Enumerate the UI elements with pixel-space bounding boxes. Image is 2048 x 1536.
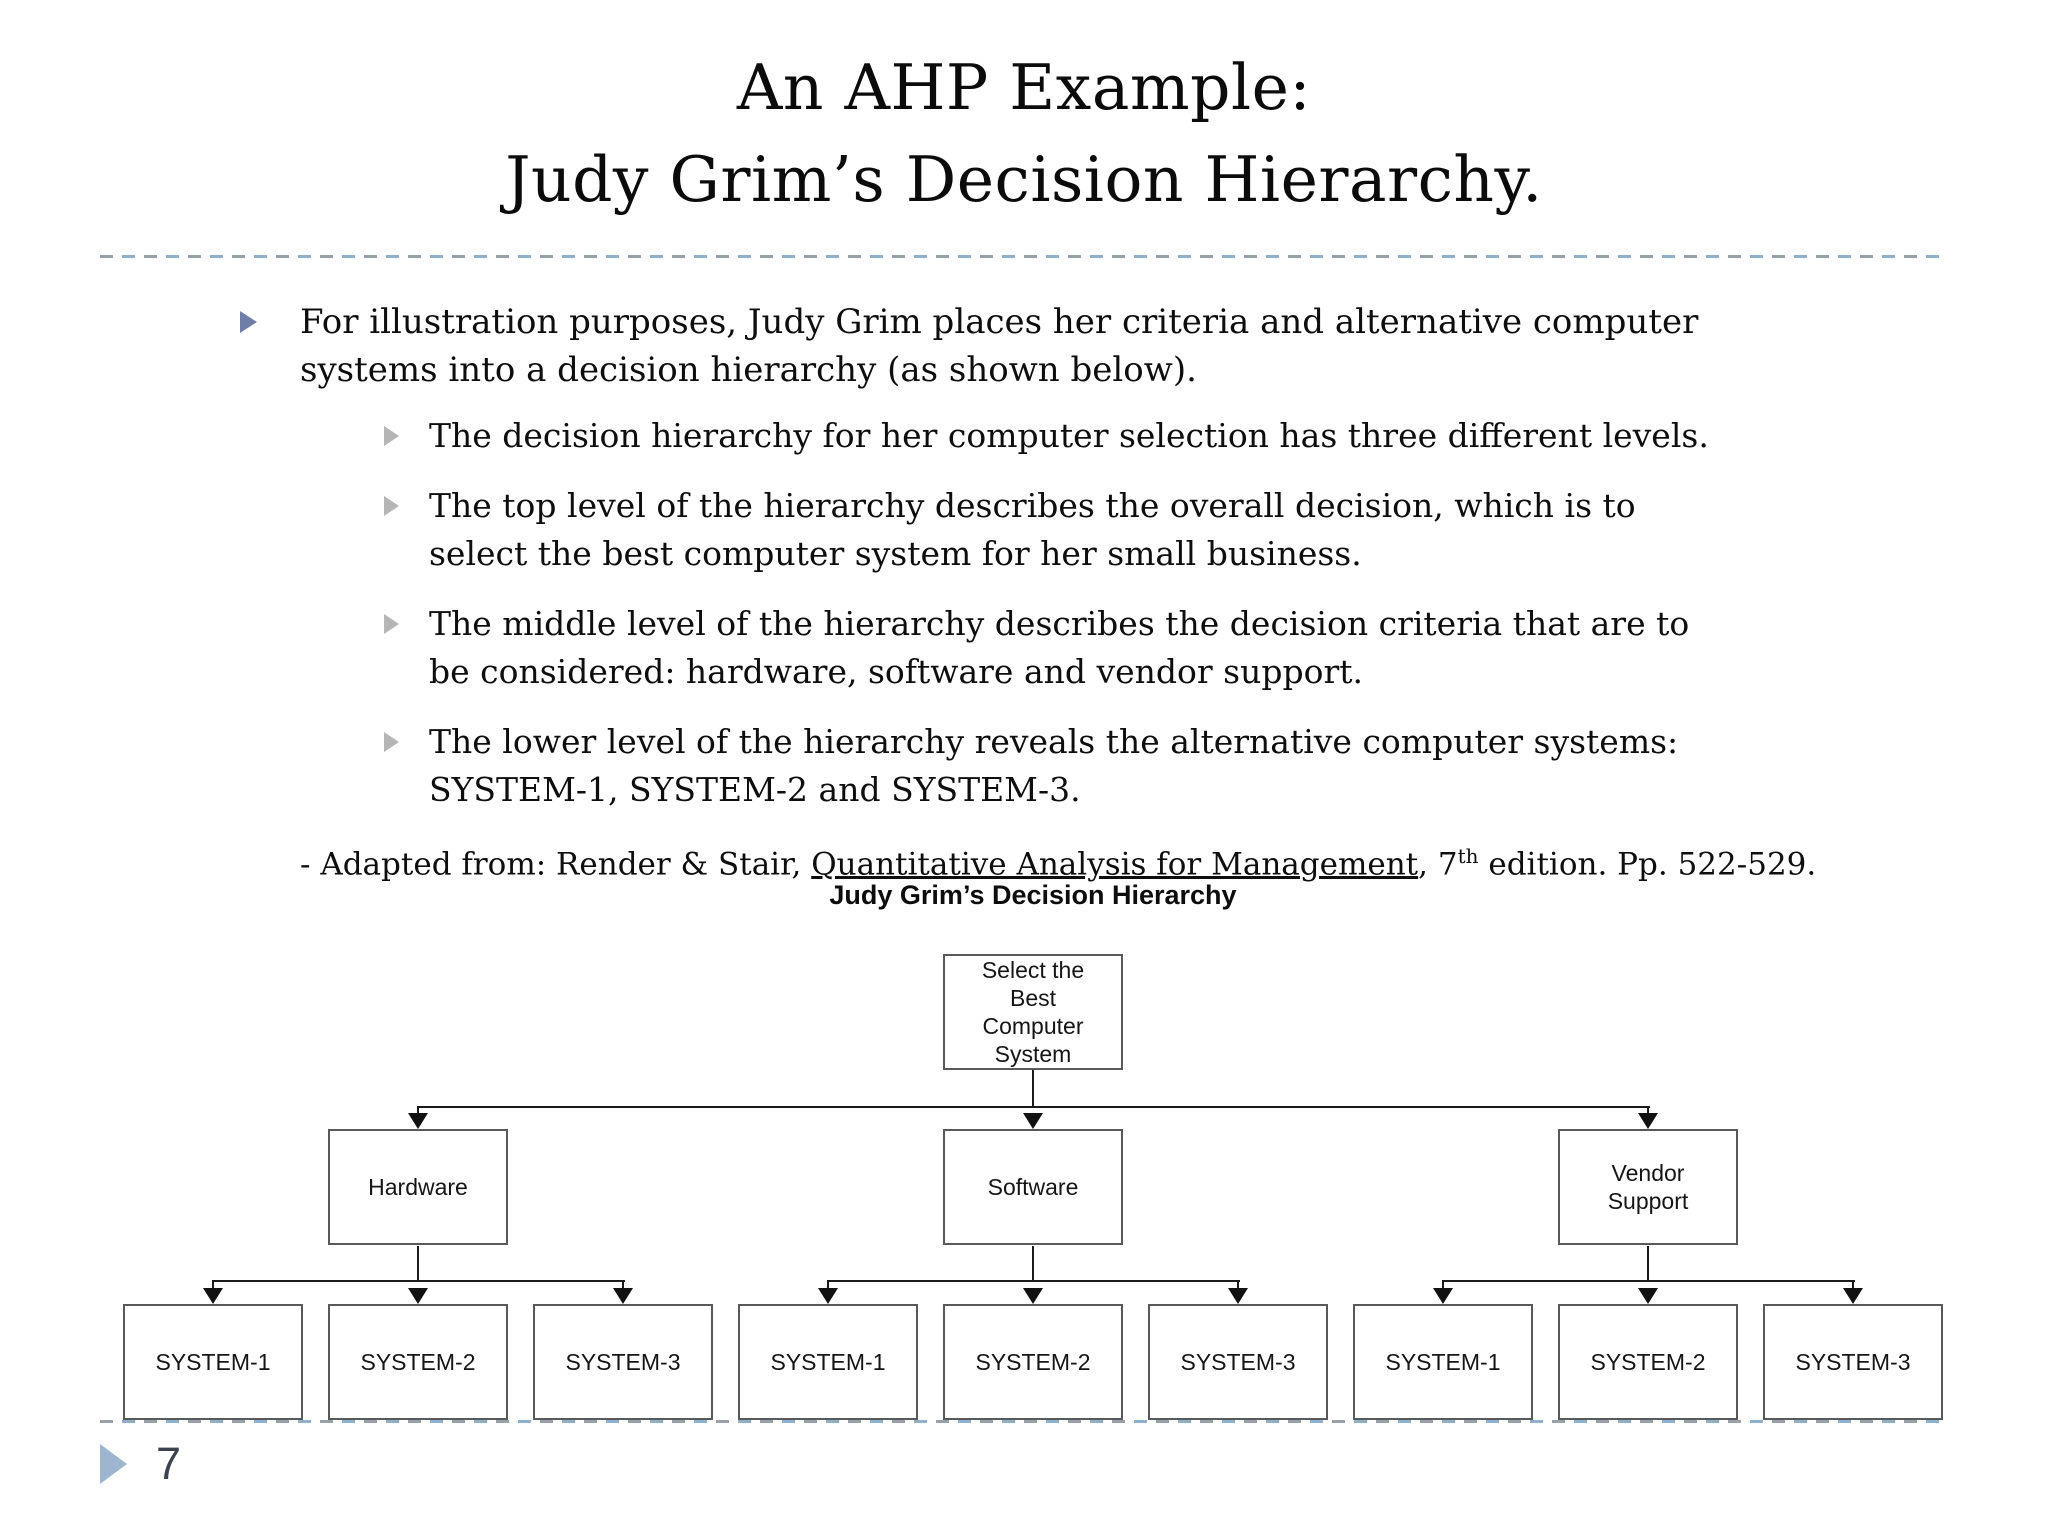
bullet-item-level2: The middle level of the hierarchy descri… — [382, 600, 1972, 696]
criterion-label: Vendor Support — [1607, 1160, 1689, 1214]
arrow-down-icon — [613, 1288, 633, 1304]
connector-line — [827, 1280, 829, 1290]
alternative-box: SYSTEM-2 — [943, 1304, 1123, 1420]
alternative-box: SYSTEM-3 — [1763, 1304, 1943, 1420]
connector-line — [212, 1280, 214, 1290]
connector-line — [828, 1280, 1240, 1282]
alternative-box: SYSTEM-2 — [1558, 1304, 1738, 1420]
arrow-down-icon — [818, 1288, 838, 1304]
bullet-triangle-icon — [240, 311, 257, 333]
alternative-box: SYSTEM-1 — [738, 1304, 918, 1420]
title-divider-dashed-line — [100, 255, 1944, 258]
arrow-down-icon — [1228, 1288, 1248, 1304]
alternative-box: SYSTEM-3 — [1148, 1304, 1328, 1420]
bullet-text: The lower level of the hierarchy reveals… — [429, 722, 1679, 809]
bullet-triangle-icon — [384, 732, 399, 752]
page-number: 7 — [156, 1438, 182, 1489]
alternative-label: SYSTEM-2 — [1590, 1349, 1706, 1375]
connector-line — [1647, 1246, 1649, 1282]
alternative-box: SYSTEM-2 — [328, 1304, 508, 1420]
connector-line — [417, 1246, 419, 1282]
arrow-down-icon — [1638, 1113, 1658, 1129]
bullet-item-level2: The lower level of the hierarchy reveals… — [382, 718, 1972, 814]
criterion-box-software: Software — [943, 1129, 1123, 1245]
citation-line: - Adapted from: Render & Stair, Quantita… — [300, 836, 1972, 884]
citation-suffix: edition. Pp. 522-529. — [1478, 846, 1817, 883]
footer-divider-dashed-line — [100, 1420, 1944, 1423]
citation-prefix: - Adapted from: Render & Stair, — [300, 846, 812, 883]
criterion-label: Software — [987, 1174, 1079, 1200]
arrow-down-icon — [203, 1288, 223, 1304]
alternative-label: SYSTEM-1 — [155, 1349, 271, 1375]
goal-box-label: Select the Best Computer System — [981, 957, 1085, 1067]
citation-mid: , 7 — [1418, 846, 1458, 883]
arrow-down-icon — [1023, 1113, 1043, 1129]
arrow-down-icon — [408, 1288, 428, 1304]
bullet-triangle-icon — [384, 614, 399, 634]
bullet-text: The middle level of the hierarchy descri… — [429, 604, 1690, 691]
alternative-label: SYSTEM-2 — [360, 1349, 476, 1375]
bullet-text: The decision hierarchy for her computer … — [429, 416, 1709, 455]
arrow-down-icon — [1023, 1288, 1043, 1304]
citation-book-title: Quantitative Analysis for Management — [811, 846, 1419, 883]
criterion-box-hardware: Hardware — [328, 1129, 508, 1245]
criterion-label: Hardware — [368, 1174, 468, 1200]
connector-line — [213, 1280, 625, 1282]
connector-line — [418, 1106, 1650, 1108]
connector-line — [1443, 1280, 1855, 1282]
diagram-title: Judy Grim’s Decision Hierarchy — [829, 880, 1237, 910]
bullet-text: The top level of the hierarchy describes… — [429, 486, 1636, 573]
alternative-label: SYSTEM-2 — [975, 1349, 1091, 1375]
alternative-label: SYSTEM-3 — [1180, 1349, 1296, 1375]
connector-line — [1647, 1106, 1649, 1116]
arrow-down-icon — [1433, 1288, 1453, 1304]
alternative-box: SYSTEM-3 — [533, 1304, 713, 1420]
bullet-item-level1: For illustration purposes, Judy Grim pla… — [232, 298, 1972, 394]
slide-title-line-1: An AHP Example: — [736, 51, 1312, 124]
connector-line — [1032, 1070, 1034, 1108]
alternative-label: SYSTEM-3 — [565, 1349, 681, 1375]
bullet-item-level2: The decision hierarchy for her computer … — [382, 412, 1972, 460]
slide-title-line-2: Judy Grim’s Decision Hierarchy. — [505, 143, 1543, 216]
alternative-label: SYSTEM-3 — [1795, 1349, 1911, 1375]
connector-line — [1237, 1280, 1239, 1290]
connector-line — [417, 1106, 419, 1116]
bullet-text: For illustration purposes, Judy Grim pla… — [300, 302, 1699, 390]
criterion-box-vendor-support: Vendor Support — [1558, 1129, 1738, 1245]
arrow-down-icon — [408, 1113, 428, 1129]
goal-box: Select the Best Computer System — [943, 954, 1123, 1070]
bullet-list: For illustration purposes, Judy Grim pla… — [232, 298, 1972, 884]
alternative-box: SYSTEM-1 — [123, 1304, 303, 1420]
bullet-triangle-icon — [384, 426, 399, 446]
connector-line — [1442, 1280, 1444, 1290]
connector-line — [622, 1280, 624, 1290]
alternative-box: SYSTEM-1 — [1353, 1304, 1533, 1420]
connector-line — [1032, 1246, 1034, 1282]
bullet-item-level2: The top level of the hierarchy describes… — [382, 482, 1972, 578]
citation-superscript: th — [1457, 844, 1479, 868]
arrow-down-icon — [1843, 1288, 1863, 1304]
bullet-triangle-icon — [384, 496, 399, 516]
page-marker-triangle-icon — [100, 1444, 127, 1484]
slide-title: An AHP Example: Judy Grim’s Decision Hie… — [0, 42, 2048, 226]
connector-line — [1852, 1280, 1854, 1290]
alternative-label: SYSTEM-1 — [770, 1349, 886, 1375]
alternative-label: SYSTEM-1 — [1385, 1349, 1501, 1375]
arrow-down-icon — [1638, 1288, 1658, 1304]
